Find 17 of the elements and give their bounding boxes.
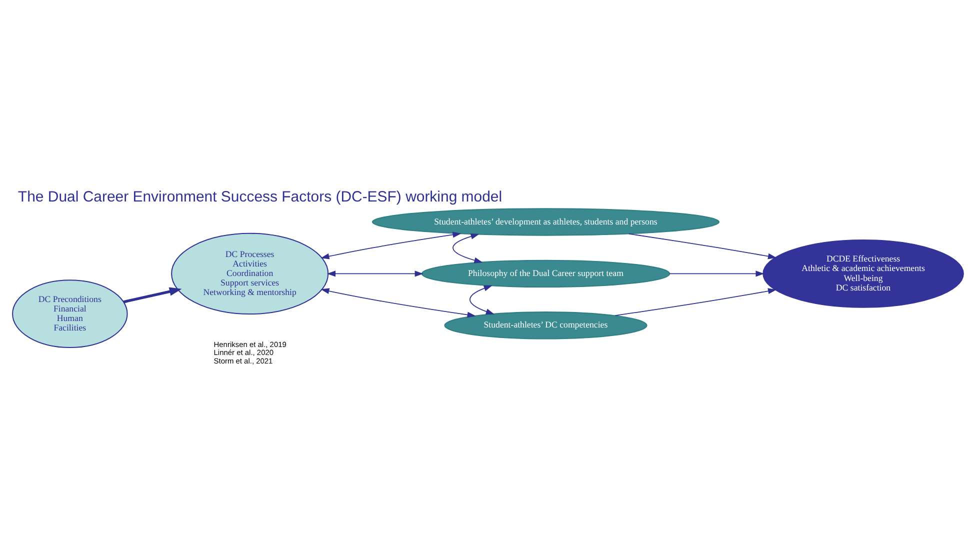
node-ellipse: DCDE Effectiveness Athletic & academic achievements Well-being DC satisfaction: [762, 240, 964, 308]
node-ellipse: Philosophy of the Dual Career support team: [421, 260, 670, 288]
node-ellipse: DC Preconditions Financial Human Facilities: [12, 280, 128, 348]
node-ellipse: Student-athletes’ development as athletes, students and persons: [372, 208, 720, 236]
label: Henriksen et al., 2019: [214, 340, 286, 350]
diagram-title: The Dual Career Environment Success Factors (DC-ESF) working model: [18, 188, 502, 206]
arrow: [452, 234, 483, 264]
arrow: [123, 287, 182, 304]
arrow: [614, 288, 777, 316]
label: Linnér et al., 2020: [214, 348, 274, 358]
arrow: [470, 285, 495, 314]
arrow: [320, 232, 462, 260]
arrow: [320, 288, 476, 318]
label: Storm et al., 2021: [214, 356, 273, 366]
arrow: [669, 270, 764, 277]
arrow: [628, 233, 777, 260]
arrow: [326, 270, 424, 277]
